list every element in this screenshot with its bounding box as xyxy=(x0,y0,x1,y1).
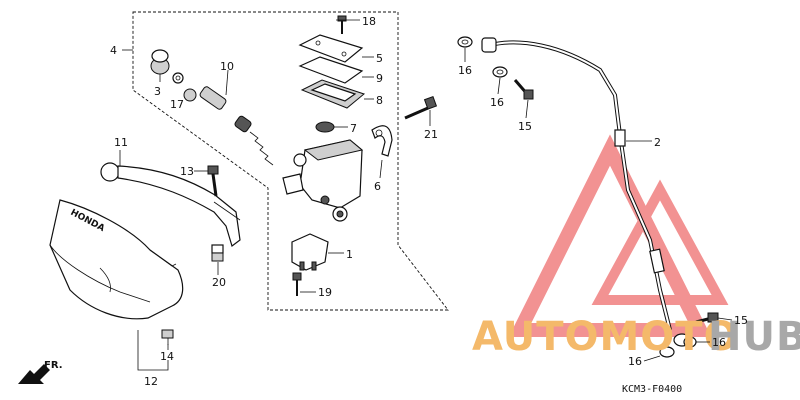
leader-lines xyxy=(119,19,733,362)
callout-19: 19 xyxy=(318,286,332,299)
part-3-cap xyxy=(150,49,170,82)
assembly-outline xyxy=(132,11,449,311)
front-label: FR. xyxy=(44,360,63,371)
washer-16-b xyxy=(492,66,508,78)
callout-13: 13 xyxy=(180,165,194,178)
master-cylinder-body xyxy=(282,139,364,222)
watermark-hub: HUB xyxy=(708,314,800,360)
callout-14: 14 xyxy=(160,350,174,363)
callout-4: 4 xyxy=(110,44,117,57)
part-9-plate xyxy=(298,56,364,84)
part-2-brake-hose xyxy=(481,37,691,347)
part-ring xyxy=(183,88,197,102)
watermark-automoto: AUTOMOTO xyxy=(472,314,739,360)
washer-16-c xyxy=(659,346,675,358)
part-18-screw xyxy=(337,15,347,34)
watermark-logo xyxy=(508,134,729,337)
callout-17: 17 xyxy=(170,98,184,111)
callout-11: 11 xyxy=(114,136,128,149)
callout-3: 3 xyxy=(154,85,161,98)
part-17-clip xyxy=(172,72,184,84)
callout-16-c: 16 xyxy=(712,336,726,349)
diagram-code: KCM3-F0400 xyxy=(622,384,682,395)
callout-2: 2 xyxy=(654,136,661,149)
callout-12: 12 xyxy=(144,375,158,388)
callout-labels: 4 3 17 10 18 5 9 8 7 21 6 11 13 1 19 20 … xyxy=(110,15,748,388)
part-13-bolt xyxy=(207,165,219,197)
part-20-nut xyxy=(211,244,224,262)
callout-10: 10 xyxy=(220,60,234,73)
part-1-switch xyxy=(291,233,329,271)
callout-8: 8 xyxy=(376,94,383,107)
callout-21: 21 xyxy=(424,128,438,141)
bolt-15-b xyxy=(695,312,719,324)
part-19-screw xyxy=(292,272,302,296)
part-6-clamp xyxy=(371,125,393,157)
callout-16-a: 16 xyxy=(458,64,472,77)
front-arrow-icon: FR. xyxy=(18,360,63,384)
callout-15-b: 15 xyxy=(734,314,748,327)
callout-18: 18 xyxy=(362,15,376,28)
callout-5: 5 xyxy=(376,52,383,65)
callout-7: 7 xyxy=(350,122,357,135)
part-7-seal xyxy=(315,121,335,133)
part-12-hand-guard: HONDA xyxy=(49,199,184,320)
part-11-lever xyxy=(100,162,241,247)
bolt-15-a xyxy=(513,79,534,100)
callout-1: 1 xyxy=(346,248,353,261)
callout-16-b: 16 xyxy=(490,96,504,109)
part-21-bolt xyxy=(404,95,438,120)
callout-15-a: 15 xyxy=(518,120,532,133)
washer-16-a xyxy=(457,36,473,48)
part-5-reservoir-cover xyxy=(298,34,364,63)
part-14-nut xyxy=(161,329,174,345)
part-8-diaphragm xyxy=(300,79,366,109)
callout-20: 20 xyxy=(212,276,226,289)
part-10-piston-set xyxy=(199,69,274,166)
callout-16-d: 16 xyxy=(628,355,642,368)
callout-6: 6 xyxy=(374,180,381,193)
callout-9: 9 xyxy=(376,72,383,85)
